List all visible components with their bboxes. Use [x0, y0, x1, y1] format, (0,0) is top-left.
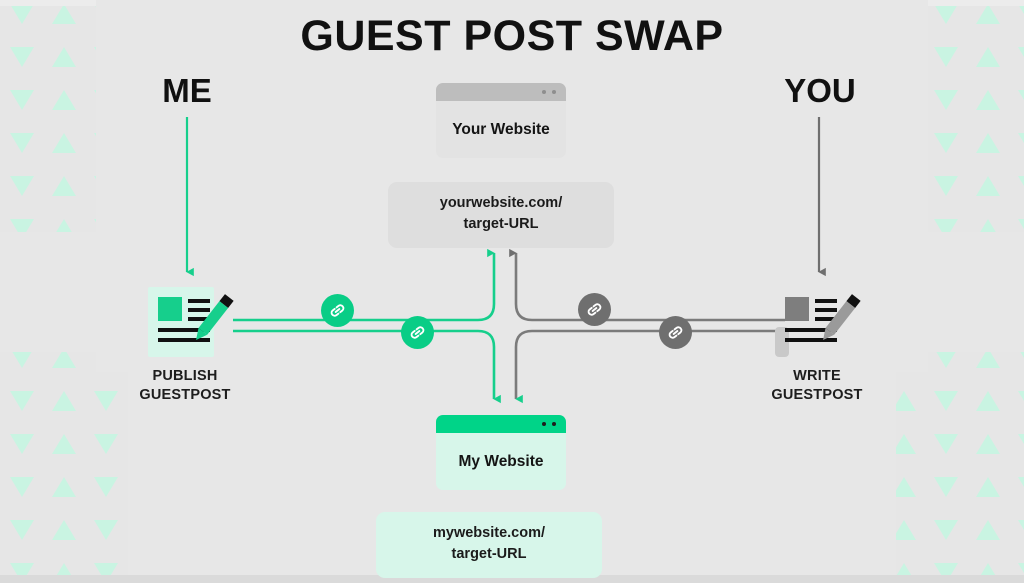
my-website-url-line2: target-URL	[451, 546, 527, 562]
your-website-url-line2: target-URL	[463, 216, 539, 232]
link-chain-icon	[330, 304, 345, 317]
browser-dot-icon	[542, 90, 546, 94]
actor-label-you: YOU	[784, 72, 856, 109]
write-caption-line2: GUESTPOST	[771, 387, 863, 403]
page-title: GUEST POST SWAP	[300, 12, 724, 60]
my-website-title: My Website	[436, 433, 566, 490]
write-guestpost-caption: WRITE GUESTPOST	[712, 367, 922, 405]
browser-dot-icon	[552, 90, 556, 94]
your-website-title: Your Website	[436, 101, 566, 158]
my-website-url-line1: mywebsite.com/	[432, 525, 545, 541]
link-chain-icon	[587, 303, 602, 316]
link-chain-badge-gray-1[interactable]	[578, 293, 611, 326]
link-chain-icon	[668, 326, 683, 339]
link-chain-badge-green-2[interactable]	[401, 316, 434, 349]
actor-label-me: ME	[162, 72, 212, 109]
browser-dot-icon	[552, 422, 556, 426]
browser-dot-icon	[542, 422, 546, 426]
publish-guestpost-icon	[148, 287, 234, 357]
write-caption-line1: WRITE	[793, 368, 841, 384]
my-website-card[interactable]: My Website	[436, 415, 566, 490]
your-website-card[interactable]: Your Website	[436, 83, 566, 158]
your-website-url-line1: yourwebsite.com/	[439, 195, 563, 211]
link-chain-badge-gray-2[interactable]	[659, 316, 692, 349]
your-website-titlebar	[436, 83, 566, 101]
my-website-url-pill: mywebsite.com/ target-URL	[376, 512, 602, 578]
your-website-url-pill: yourwebsite.com/ target-URL	[388, 182, 614, 248]
publish-guestpost-caption: PUBLISH GUESTPOST	[80, 367, 290, 405]
link-chain-badge-green-1[interactable]	[321, 294, 354, 327]
write-guestpost-icon	[775, 294, 861, 357]
link-chain-icon	[410, 326, 425, 339]
my-website-titlebar	[436, 415, 566, 433]
publish-caption-line2: GUESTPOST	[139, 387, 231, 403]
publish-caption-line1: PUBLISH	[152, 368, 218, 384]
